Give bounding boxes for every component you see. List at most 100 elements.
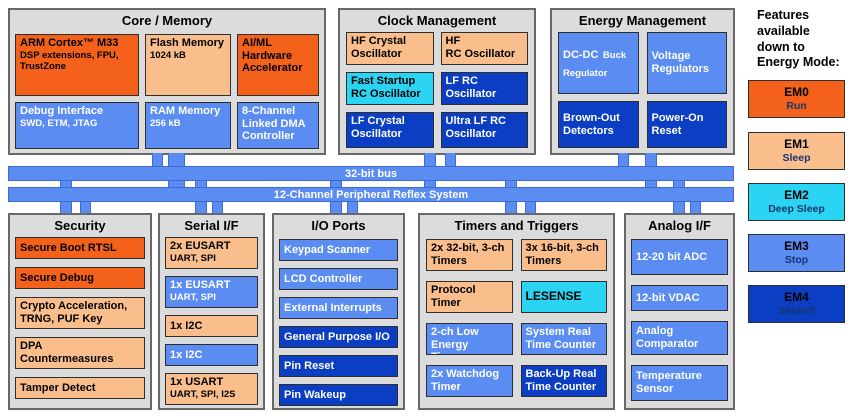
block-title: Voltage Regulators xyxy=(651,50,709,75)
block-title: Flash Memory xyxy=(150,37,224,49)
block-title: LF Crystal Oscillator xyxy=(351,115,405,140)
block-2ch-low-energy-timer: 2-ch Low Energy Timer xyxy=(426,323,513,355)
block-title: Brown-Out Detectors xyxy=(563,111,620,137)
block-title: LESENSE xyxy=(525,289,582,304)
block-pin-reset: Pin Reset xyxy=(279,355,398,377)
legend-em-mode: Shutoff xyxy=(778,304,815,317)
block-title: Debug Interface xyxy=(20,105,104,117)
block-title: Protocol Timer xyxy=(431,284,476,309)
block-1x-eusart: 1x EUSART UART, SPI xyxy=(165,276,258,308)
block-subtitle: UART, SPI, I2S xyxy=(170,388,236,400)
section-title-io-ports: I/O Ports xyxy=(311,218,366,233)
section-core-memory: Core / Memory ARM Cortex™ M33 DSP extens… xyxy=(8,8,326,155)
block-hf-rc-oscillator: HF RC Oscillator xyxy=(440,32,528,65)
block-power-on-reset: Power-On Reset xyxy=(646,101,727,148)
block-title: 1x USART xyxy=(170,376,224,388)
legend-em-mode: Deep Sleep xyxy=(768,202,825,215)
bus-connector-stub xyxy=(152,153,163,167)
block-title: Ultra LF RC Oscillator xyxy=(445,115,507,140)
block-title: LF RC Oscillator xyxy=(445,75,497,100)
block-title: Fast Startup RC Oscillator xyxy=(351,75,421,100)
block-voltage-regulators: Voltage Regulators xyxy=(646,32,727,94)
block-title: 2x 32-bit, 3-ch Timers xyxy=(431,242,505,267)
section-analog-if: Analog I/F 12-20 bit ADC 12-bit VDAC Ana… xyxy=(624,213,735,410)
legend-em-mode: Sleep xyxy=(782,151,811,164)
block-subtitle: UART, SPI xyxy=(170,252,216,264)
block-flash-memory: Flash Memory 1024 kB xyxy=(145,34,231,96)
section-timers-triggers: Timers and Triggers 2x 32-bit, 3-ch Time… xyxy=(418,213,615,410)
block-title: Keypad Scanner xyxy=(284,243,371,256)
block-pin-wakeup: Pin Wakeup xyxy=(279,384,398,406)
block-subtitle: Buck Regulator xyxy=(563,49,627,79)
legend-em4-shutoff: EM4 Shutoff xyxy=(748,285,845,323)
section-energy-management: Energy Management DC-DC Buck Regulator V… xyxy=(550,8,735,155)
block-system-real-time-counter: System Real Time Counter xyxy=(520,323,607,355)
bus-connector-stub xyxy=(690,201,701,214)
bus-32bit-label: 32-bit bus xyxy=(345,167,397,180)
block-title: DPA Countermeasures xyxy=(20,340,114,365)
bus-connector-stub xyxy=(445,153,456,167)
block-title: Tamper Detect xyxy=(20,381,96,394)
section-title-core-memory: Core / Memory xyxy=(121,13,213,28)
block-secure-debug: Secure Debug xyxy=(15,267,145,289)
block-debug-interface: Debug Interface SWD, ETM, JTAG xyxy=(15,102,139,149)
block-temperature-sensor: Temperature Sensor xyxy=(631,365,728,401)
block-1x-i2c-blue: 1x I2C xyxy=(165,344,258,366)
bus-connector-stub xyxy=(347,201,358,214)
bus-connector-stub xyxy=(618,153,629,167)
section-serial-if: Serial I/F 2x EUSART UART, SPI 1x EUSART… xyxy=(158,213,265,410)
bus-32bit: 32-bit bus xyxy=(8,166,734,181)
block-title: Secure Debug xyxy=(20,271,94,284)
legend-em-mode: Run xyxy=(786,99,807,112)
legend-heading-line: available xyxy=(757,23,810,38)
block-title: 1x I2C xyxy=(170,319,203,332)
block-vdac: 12-bit VDAC xyxy=(631,285,728,311)
section-io-ports: I/O Ports Keypad Scanner LCD Controller … xyxy=(272,213,405,410)
bus-connector-stub xyxy=(212,201,223,214)
block-2x-32bit-timers: 2x 32-bit, 3-ch Timers xyxy=(426,239,513,271)
section-security: Security Secure Boot RTSL Secure Debug C… xyxy=(8,213,152,410)
bus-connector-stub xyxy=(525,201,536,214)
bus-prs-label: 12-Channel Peripheral Reflex System xyxy=(273,188,469,201)
legend-em-id: EM3 xyxy=(784,239,809,254)
section-title-clock-management: Clock Management xyxy=(377,13,497,28)
legend-heading-line: down to xyxy=(757,39,805,54)
block-dma-controller: 8-Channel Linked DMA Controller xyxy=(237,102,319,149)
block-keypad-scanner: Keypad Scanner xyxy=(279,239,398,261)
block-3x-16bit-timers: 3x 16-bit, 3-ch Timers xyxy=(520,239,607,271)
block-title: RAM Memory xyxy=(150,105,221,117)
block-hf-crystal-oscillator: HF Crystal Oscillator xyxy=(346,32,434,65)
block-external-interrupts: External Interrupts xyxy=(279,297,398,319)
block-title: HF xyxy=(445,35,461,47)
block-subtitle: DSP extensions, FPU, TrustZone xyxy=(20,49,119,72)
block-title: External Interrupts xyxy=(284,301,382,314)
legend-em3-stop: EM3 Stop xyxy=(748,234,845,272)
block-subtitle: 1024 kB xyxy=(150,49,186,61)
block-general-purpose-io: General Purpose I/O xyxy=(279,326,398,348)
block-subtitle: 256 kB xyxy=(150,117,181,129)
block-lf-rc-oscillator: LF RC Oscillator xyxy=(440,72,528,105)
block-lcd-controller: LCD Controller xyxy=(279,268,398,290)
block-title: LCD Controller xyxy=(284,272,363,285)
block-crypto-acceleration: Crypto Acceleration, TRNG, PUF Key xyxy=(15,297,145,329)
block-title: 2-ch Low Energy Timer xyxy=(431,326,479,354)
block-title: AI/ML Hardware Accelerator xyxy=(242,37,303,75)
legend-em-id: EM0 xyxy=(784,85,809,100)
section-clock-management: Clock Management HF Crystal Oscillator H… xyxy=(338,8,536,155)
block-backup-real-time-counter: Back-Up Real Time Counter xyxy=(520,365,607,397)
legend-em-id: EM4 xyxy=(784,290,809,305)
block-title: Back-Up Real Time Counter xyxy=(525,368,597,393)
section-title-analog-if: Analog I/F xyxy=(648,218,711,233)
block-subtitle: SWD, ETM, JTAG xyxy=(20,117,98,129)
block-tamper-detect: Tamper Detect xyxy=(15,377,145,399)
section-title-security: Security xyxy=(54,218,106,233)
block-title: HF Crystal Oscillator xyxy=(351,35,407,60)
block-title: System Real Time Counter xyxy=(525,326,597,351)
block-title: ARM Cortex™ M33 xyxy=(20,37,119,49)
block-title: 1x I2C xyxy=(170,348,203,361)
block-protocol-timer: Protocol Timer xyxy=(426,281,513,313)
block-title: General Purpose I/O xyxy=(284,330,390,343)
block-title: 2x EUSART xyxy=(170,240,231,252)
block-aiml-accelerator: AI/ML Hardware Accelerator xyxy=(237,34,319,96)
block-title: 8-Channel Linked DMA Controller xyxy=(242,105,306,143)
